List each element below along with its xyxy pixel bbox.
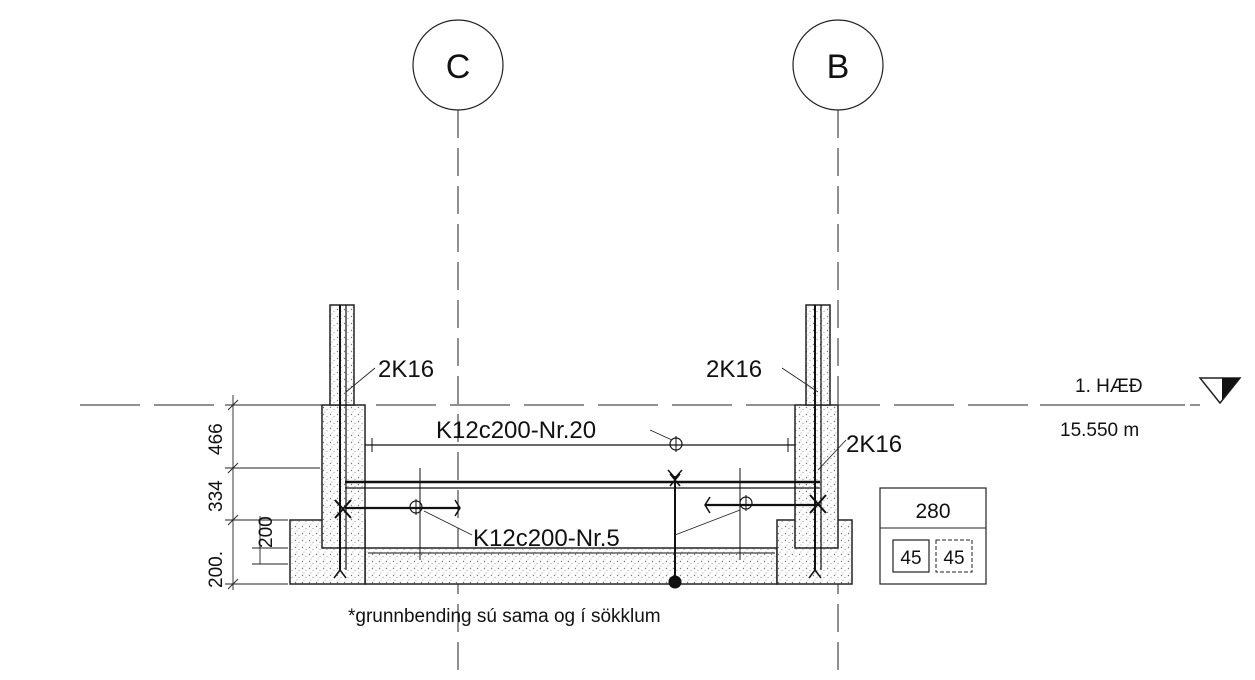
- level-elevation: 15.550 m: [1060, 420, 1139, 441]
- left-cover: 45: [900, 548, 921, 569]
- right-cover: 45: [943, 548, 964, 569]
- upper-wall-right: [805, 304, 831, 406]
- grid-label-b: B: [827, 48, 850, 86]
- label-top-bar: K12c200-Nr.20: [436, 417, 596, 444]
- level-triangle-fill-icon: [1222, 378, 1240, 400]
- label-bottom-bar: K12c200-Nr.5: [473, 525, 620, 552]
- level-name: 1. HÆÐ: [1075, 376, 1143, 397]
- label-right-2k16-top: 2K16: [706, 356, 762, 383]
- dim-466: 466: [206, 423, 227, 455]
- dim-200-inner: 200: [256, 516, 277, 548]
- dim-334: 334: [206, 480, 227, 512]
- grid-line-b: B: [792, 19, 884, 680]
- dim-200: 200.: [206, 551, 227, 588]
- label-right-2k16-mid: 2K16: [846, 431, 902, 458]
- note-text: *grunnbending sú sama og í sökklum: [348, 606, 661, 627]
- left-cover-box: [892, 539, 930, 573]
- wall-right: [794, 404, 839, 549]
- dimension-chain: [225, 395, 320, 590]
- section-width: 280: [915, 500, 950, 523]
- right-cover-box: [935, 539, 973, 573]
- concrete-section: [289, 304, 853, 585]
- reinforcement: [333, 305, 827, 589]
- grid-label-c: C: [446, 48, 471, 86]
- wall-left: [321, 404, 366, 549]
- leader-lines: [345, 367, 847, 536]
- label-left-2k16: 2K16: [378, 356, 434, 383]
- grid-line-c: C: [412, 19, 504, 680]
- section-box: 280 45 45: [879, 487, 987, 585]
- level-marker: 1. HÆÐ 15.550 m: [1040, 376, 1242, 441]
- upper-wall-left: [329, 304, 355, 406]
